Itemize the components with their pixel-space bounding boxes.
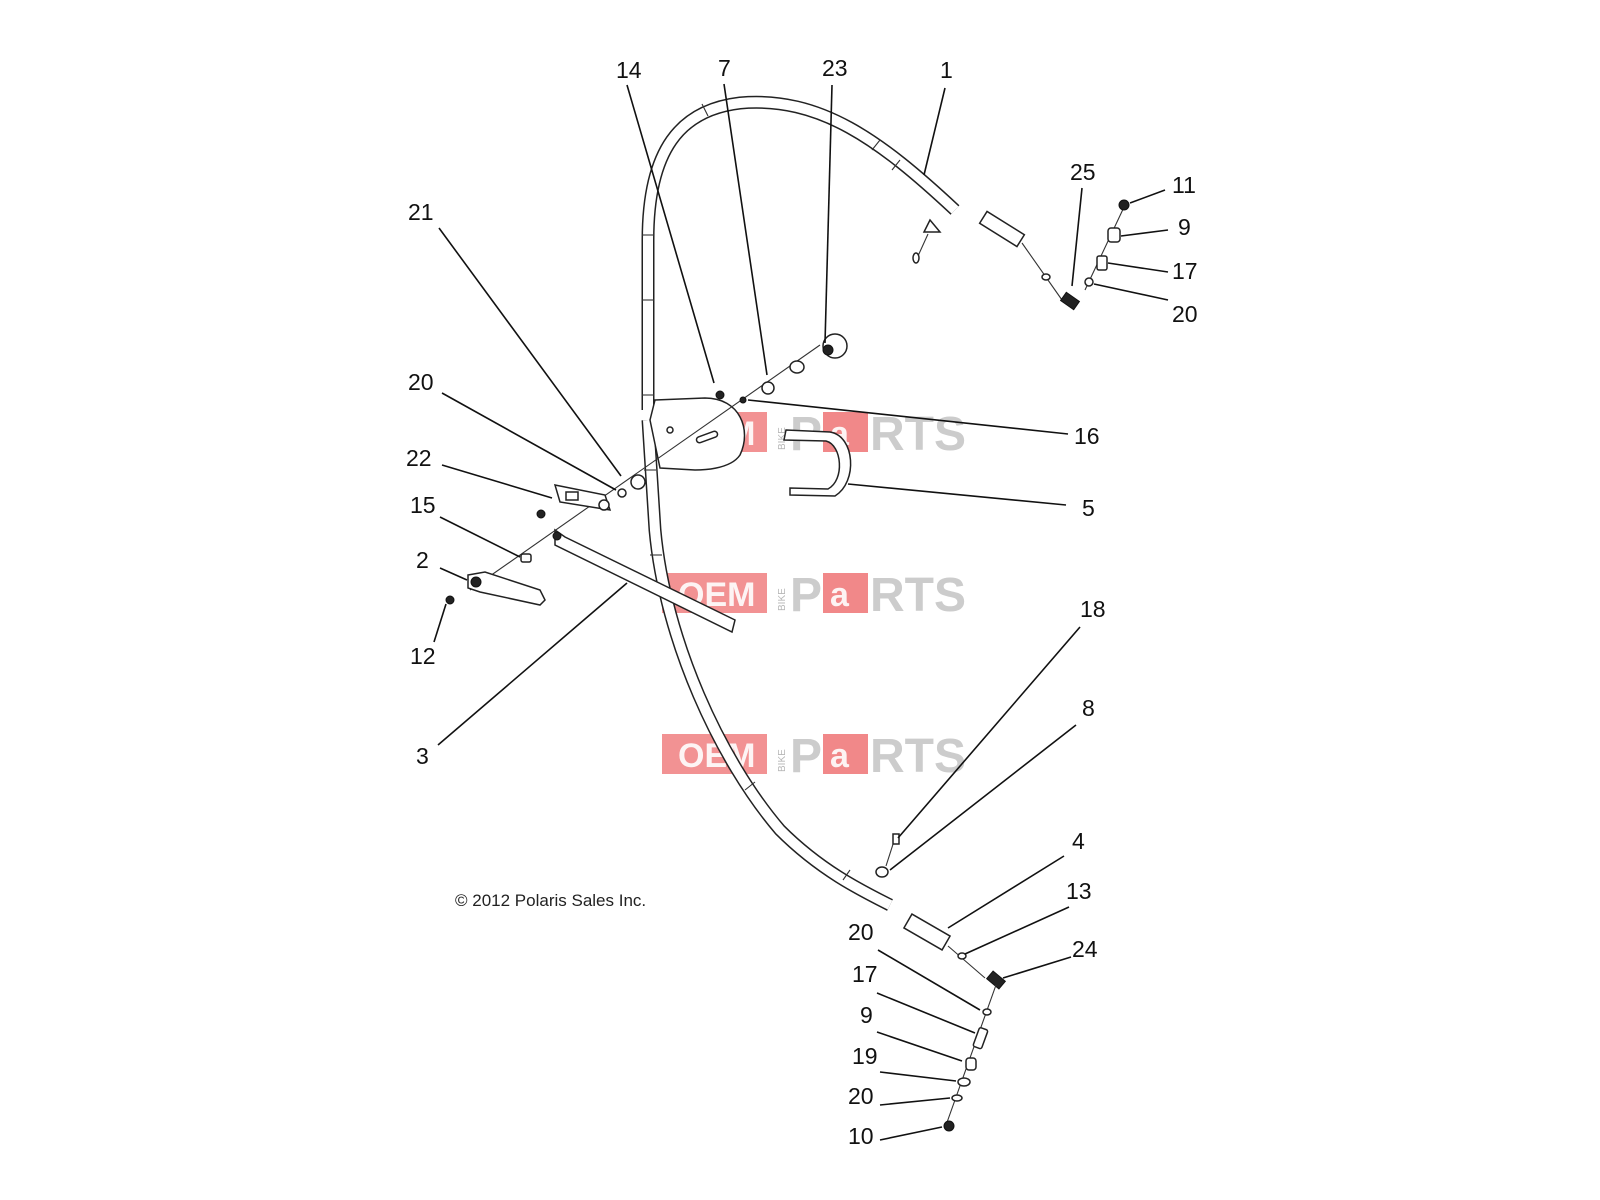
callout-3: 3 xyxy=(416,743,429,769)
upper-cable xyxy=(641,95,1081,410)
callout-20-lower-b: 20 xyxy=(848,1083,874,1109)
callout-14: 14 xyxy=(616,57,642,83)
callout-11: 11 xyxy=(1172,172,1196,198)
washer-20-upper xyxy=(1084,277,1094,287)
callout-15: 15 xyxy=(410,492,436,518)
small-pin-upper xyxy=(912,252,920,264)
nut-11 xyxy=(1118,199,1130,211)
callout-13: 13 xyxy=(1066,878,1092,904)
washer-20-mid xyxy=(617,488,627,498)
watermark-bottom: OEM BIKE P a RTS xyxy=(662,730,966,783)
callouts: 14 7 23 1 25 11 9 17 20 21 16 20 22 5 15… xyxy=(406,55,1198,1149)
housing-22-window xyxy=(565,491,579,501)
callout-17-upper: 17 xyxy=(1172,258,1198,284)
washer-20-lower-b xyxy=(951,1094,963,1102)
washer-13 xyxy=(957,952,967,960)
watermark-middle-bike: BIKE xyxy=(777,588,788,611)
housing-22-pivot xyxy=(598,499,610,511)
arm-3 xyxy=(554,528,736,634)
callout-8: 8 xyxy=(1082,695,1095,721)
arm-3-pivot xyxy=(552,531,562,541)
callout-4: 4 xyxy=(1072,828,1085,854)
watermark-top-rts: RTS xyxy=(870,408,966,461)
pin-15 xyxy=(520,553,532,563)
watermark-middle-a: a xyxy=(830,576,850,614)
ferrule-9-lower xyxy=(965,1057,977,1071)
leader-lines xyxy=(433,83,1169,1141)
callout-22: 22 xyxy=(406,445,432,471)
screw-22 xyxy=(536,509,546,519)
callout-2: 2 xyxy=(416,547,429,573)
screw-18 xyxy=(892,833,900,845)
cable-end-sleeve-upper xyxy=(978,210,1026,248)
upper-small-washer xyxy=(1041,273,1051,281)
watermark-bottom-a-box xyxy=(823,734,868,774)
boot-17-upper xyxy=(1096,255,1108,271)
callout-19: 19 xyxy=(852,1043,878,1069)
callout-1: 1 xyxy=(940,57,953,83)
bushing-7 xyxy=(761,381,775,395)
nut-23 xyxy=(822,344,834,356)
callout-23: 23 xyxy=(822,55,848,81)
grommet-icon xyxy=(922,218,942,233)
clamp-8 xyxy=(875,866,889,878)
washer-21 xyxy=(630,474,646,490)
callout-21: 21 xyxy=(408,199,434,225)
callout-10: 10 xyxy=(848,1123,874,1149)
slot-bushing xyxy=(695,430,719,444)
callout-5: 5 xyxy=(1082,495,1095,521)
callout-9-lower: 9 xyxy=(860,1002,873,1028)
ferrule-9-upper xyxy=(1107,227,1121,243)
washer-19 xyxy=(957,1077,971,1087)
small-hole xyxy=(666,426,674,434)
cable-end-sleeve-lower xyxy=(902,913,952,951)
boot-17-lower xyxy=(972,1027,989,1050)
callout-24: 24 xyxy=(1072,936,1098,962)
lever-2-pivot xyxy=(470,576,482,588)
upper-right-hardware xyxy=(1084,199,1130,291)
watermark-middle-a-box xyxy=(823,573,868,613)
u-bracket-5 xyxy=(783,429,852,497)
washer-near-23 xyxy=(789,360,805,374)
copyright-text: © 2012 Polaris Sales Inc. xyxy=(455,891,646,910)
screw-14 xyxy=(715,390,725,400)
nut-10 xyxy=(943,1120,955,1132)
callout-20-lower-a: 20 xyxy=(848,919,874,945)
callout-20-mid: 20 xyxy=(408,369,434,395)
lever-2 xyxy=(467,571,546,606)
pin-16 xyxy=(739,396,747,404)
adjuster-25 xyxy=(1059,291,1081,311)
callout-18: 18 xyxy=(1080,596,1106,622)
callout-25: 25 xyxy=(1070,159,1096,185)
callout-12: 12 xyxy=(410,643,436,669)
nut-12 xyxy=(445,595,455,605)
callout-17-lower: 17 xyxy=(852,961,878,987)
watermark-top-bike: BIKE xyxy=(777,427,788,450)
callout-20-upper: 20 xyxy=(1172,301,1198,327)
watermark-bottom-rts: RTS xyxy=(870,730,966,783)
adjuster-24 xyxy=(985,970,1007,990)
watermark-bottom-bike: BIKE xyxy=(777,749,788,772)
washer-20-lower-a xyxy=(982,1008,992,1016)
callout-9-upper: 9 xyxy=(1178,214,1191,240)
watermark-middle-p: P xyxy=(790,569,822,622)
callout-7: 7 xyxy=(718,55,731,81)
watermark-bottom-p: P xyxy=(790,730,822,783)
callout-16: 16 xyxy=(1074,423,1100,449)
bracket-assembly xyxy=(445,333,852,634)
mounting-plate xyxy=(649,397,746,471)
watermark-middle-rts: RTS xyxy=(870,569,966,622)
watermark-bottom-a: a xyxy=(830,737,850,775)
